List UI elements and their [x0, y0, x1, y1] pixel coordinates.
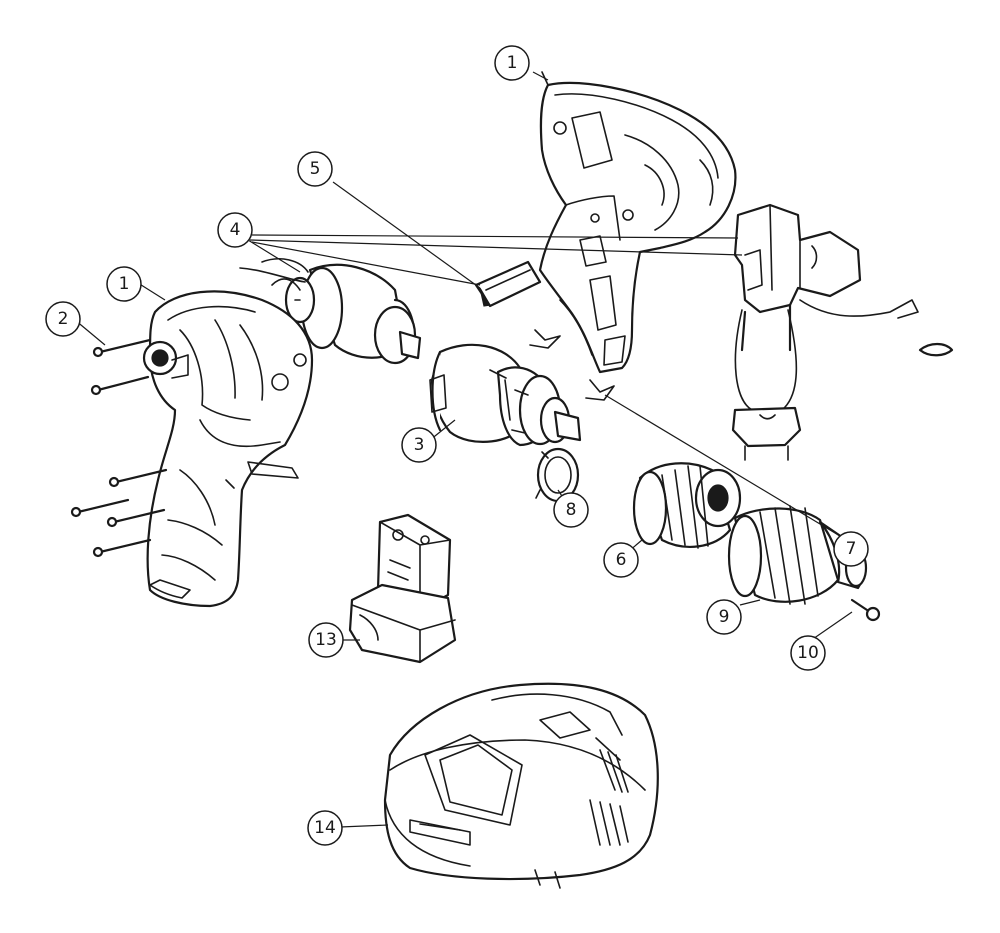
clutch-collar: [632, 462, 742, 549]
callout-13: 13: [308, 622, 344, 658]
switch-trigger-assembly: [731, 203, 954, 461]
callout-1-top-label: 1: [507, 53, 518, 73]
callout-5-label: 5: [310, 159, 321, 179]
callout-14: 14: [307, 810, 343, 846]
retaining-clips: [529, 329, 615, 401]
callout-4: 4: [217, 212, 253, 248]
housing-half-left: [142, 290, 314, 608]
callout-6: 6: [603, 542, 639, 578]
callout-9: 9: [706, 599, 742, 635]
battery-charger: [383, 682, 659, 889]
callout-13-label: 13: [315, 630, 337, 650]
callout-10: 10: [790, 635, 826, 671]
battery-pack: [348, 513, 457, 664]
spring-clip: [474, 260, 542, 308]
callout-2-label: 2: [58, 309, 69, 329]
callout-4-label: 4: [230, 220, 241, 240]
callout-5: 5: [297, 151, 333, 187]
callout-1-left: 1: [106, 266, 142, 302]
snap-ring: [535, 447, 580, 503]
housing-screws: [70, 338, 168, 558]
housing-half-right: [538, 71, 737, 374]
callout-2: 2: [45, 301, 81, 337]
callout-14-label: 14: [314, 818, 336, 838]
callout-7-label: 7: [846, 539, 857, 559]
callout-7: 7: [833, 531, 869, 567]
callout-10-label: 10: [797, 643, 819, 663]
chuck-screw: [850, 598, 881, 622]
gearbox: [429, 343, 582, 447]
callout-3: 3: [401, 427, 437, 463]
callout-9-label: 9: [719, 607, 730, 627]
leader-lines: [74, 71, 853, 828]
callout-1-top: 1: [494, 45, 530, 81]
motor: [239, 258, 422, 365]
callout-1-left-label: 1: [119, 274, 130, 294]
callout-8-label: 8: [566, 500, 577, 520]
callout-8: 8: [553, 492, 589, 528]
keyless-chuck: [727, 505, 868, 605]
callout-3-label: 3: [414, 435, 425, 455]
callout-6-label: 6: [616, 550, 627, 570]
